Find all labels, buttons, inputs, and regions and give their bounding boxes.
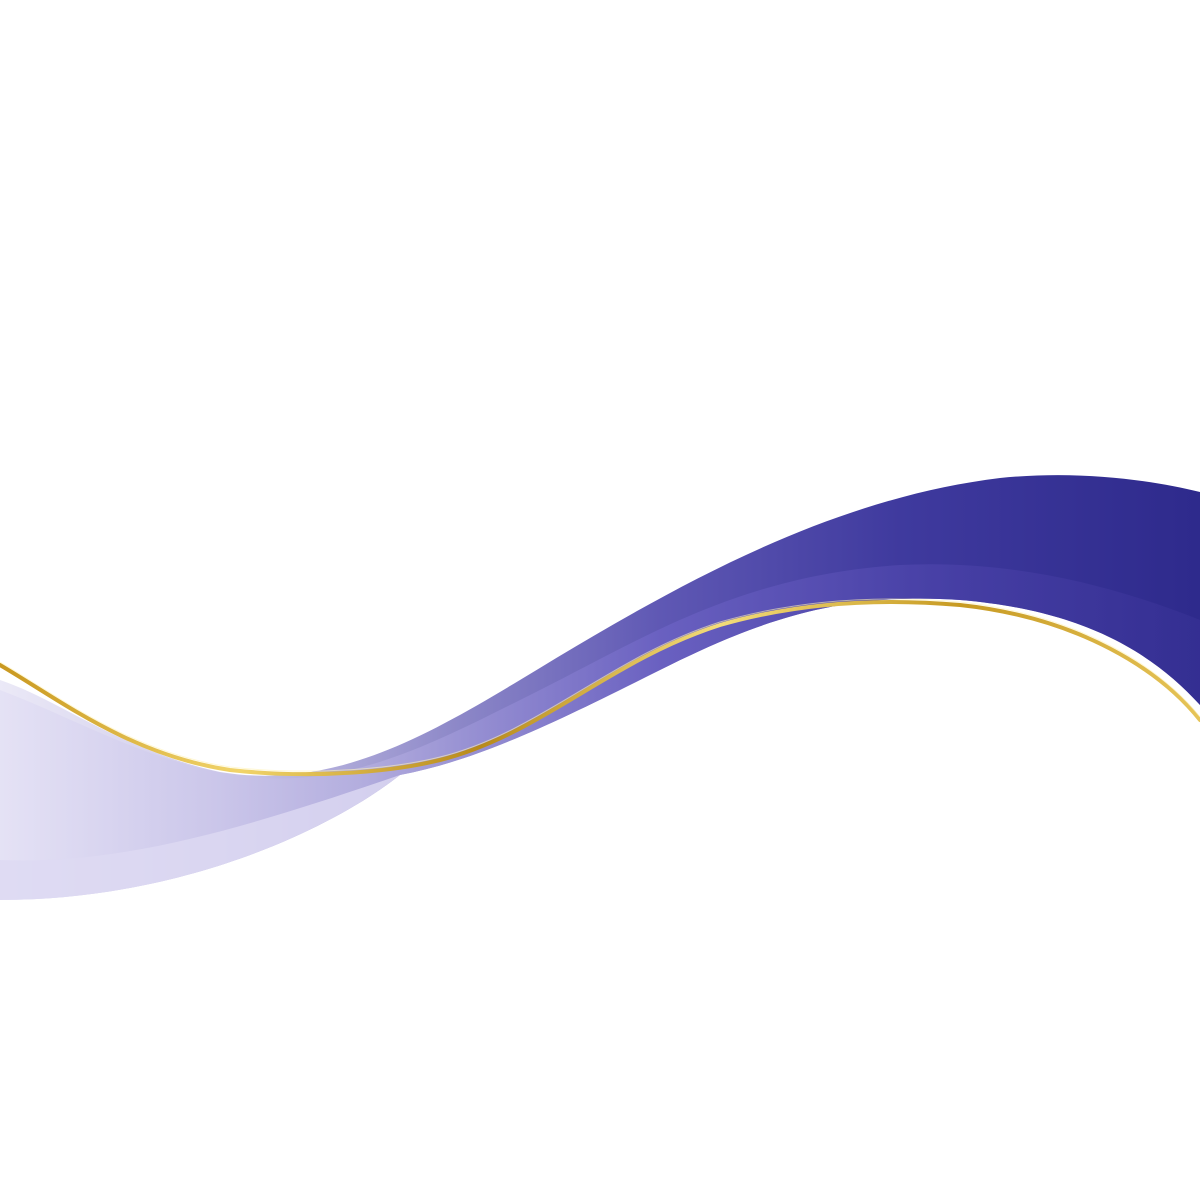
- left-lower-lobe: [0, 775, 400, 900]
- gold-line-highlight: [0, 598, 1200, 772]
- gold-line: [0, 599, 1200, 777]
